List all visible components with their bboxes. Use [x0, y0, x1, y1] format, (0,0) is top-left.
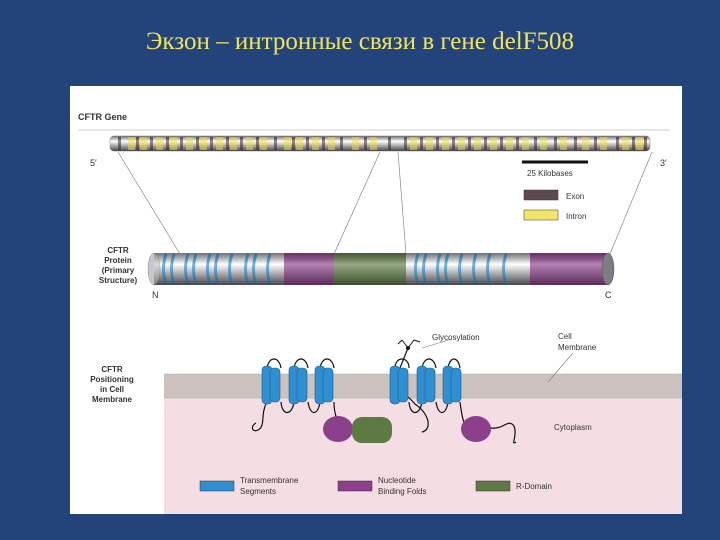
r-domain	[352, 417, 392, 443]
rdomain-legend-swatch	[475, 480, 511, 492]
svg-text:CFTR: CFTR	[107, 246, 129, 255]
three-prime-label: 3′	[660, 158, 667, 168]
scale-label: 25 Kilobases	[527, 169, 573, 178]
protein-bar-shading	[154, 253, 608, 285]
transmembrane-helix	[450, 367, 462, 403]
tm-legend-label-2: Segments	[240, 487, 276, 496]
cytoplasm-region	[164, 398, 682, 514]
cell-membrane-label-2: Membrane	[558, 343, 597, 352]
svg-text:Protein: Protein	[104, 256, 132, 265]
svg-text:Structure): Structure)	[99, 276, 138, 285]
svg-text:in Cell: in Cell	[100, 385, 124, 394]
svg-text:Membrane: Membrane	[92, 395, 133, 404]
nbf2-domain	[461, 416, 491, 442]
exon-legend-swatch	[523, 189, 559, 201]
tm-legend-label-1: Transmembrane	[240, 476, 299, 485]
transmembrane-helix	[322, 367, 334, 403]
protein-bar-c-end	[601, 252, 615, 286]
svg-text:CFTR: CFTR	[101, 365, 123, 374]
cftr-figure: CFTR Gene 5′ 3′ 25 Kilobases Exon Intron…	[70, 86, 682, 514]
positioning-label: CFTR Positioning in Cell Membrane	[90, 365, 134, 404]
slide-title: Экзон – интронные связи в гене delF508	[145, 28, 575, 55]
exon-legend-label: Exon	[566, 192, 584, 201]
five-prime-label: 5′	[90, 158, 97, 168]
c-terminus-label: C	[605, 290, 612, 300]
nbf-legend-swatch	[337, 480, 373, 492]
transmembrane-helix	[296, 367, 308, 403]
nbf-legend-label-1: Nucleotide	[378, 476, 416, 485]
cytoplasm-label: Cytoplasm	[554, 423, 592, 432]
gene-bar-shading	[110, 136, 650, 151]
intron-legend-label: Intron	[566, 212, 586, 221]
gene-protein-connectors	[117, 151, 653, 255]
rdomain-legend-label: R-Domain	[516, 482, 552, 491]
svg-text:Positioning: Positioning	[90, 375, 134, 384]
transmembrane-helix	[424, 367, 436, 403]
transmembrane-helix	[269, 367, 281, 403]
tm-legend-swatch	[199, 480, 235, 492]
nbf1-domain	[323, 416, 353, 442]
transmembrane-helix	[397, 367, 409, 403]
protein-label: CFTR Protein (Primary Structure)	[99, 246, 138, 285]
cell-membrane-label-1: Cell	[558, 332, 572, 341]
transmembrane-helices	[261, 365, 462, 405]
svg-text:(Primary: (Primary	[102, 266, 135, 275]
glycosylation-tree	[397, 339, 421, 350]
n-terminus-label: N	[152, 290, 159, 300]
nbf-legend-label-2: Binding Folds	[378, 487, 426, 496]
intron-legend-swatch	[523, 209, 559, 221]
glycosylation-label: Glycosylation	[432, 333, 480, 342]
gene-label: CFTR Gene	[78, 112, 127, 122]
